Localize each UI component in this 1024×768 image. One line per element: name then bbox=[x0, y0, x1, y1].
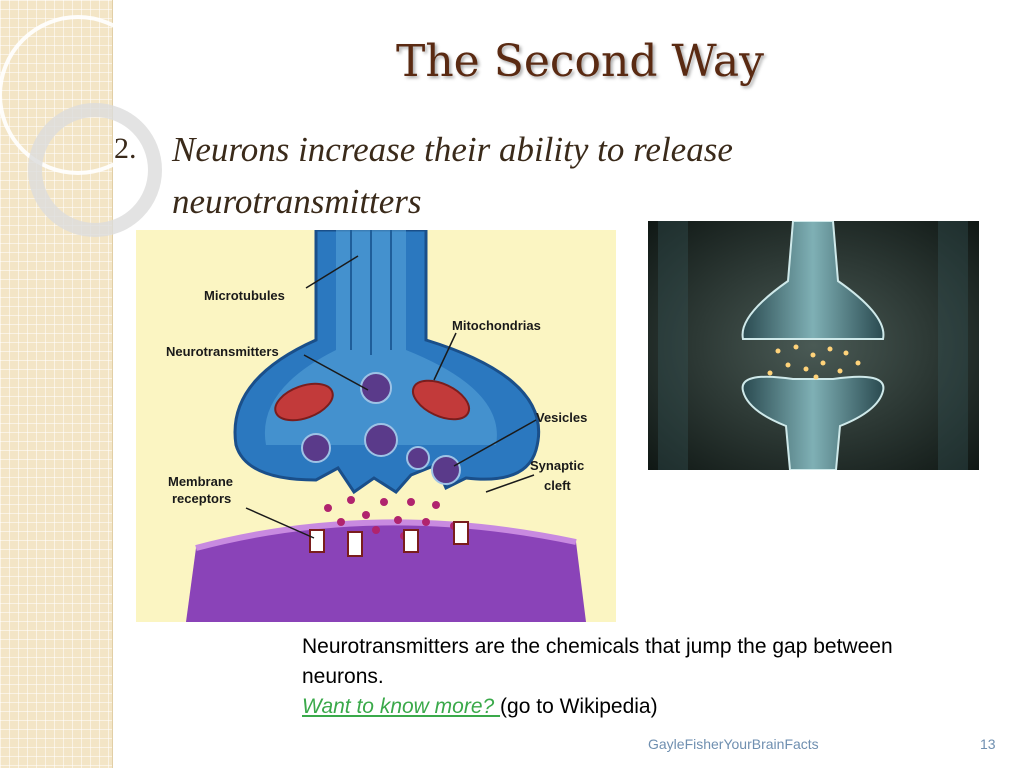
footer-text: GayleFisherYourBrainFacts bbox=[648, 736, 819, 752]
label-synaptic: Synaptic bbox=[530, 458, 584, 473]
caption-block: Neurotransmitters are the chemicals that… bbox=[302, 632, 962, 722]
bullet-text: Neurons increase their ability to releas… bbox=[172, 130, 733, 221]
page-number: 13 bbox=[980, 736, 996, 752]
label-microtubules: Microtubules bbox=[204, 288, 285, 303]
label-mitochondrias: Mitochondrias bbox=[452, 318, 541, 333]
label-cleft: cleft bbox=[544, 478, 571, 493]
label-vesicles: Vesicles bbox=[536, 410, 587, 425]
synapse-photo bbox=[648, 221, 979, 470]
label-receptors: receptors bbox=[172, 491, 231, 506]
link-suffix: (go to Wikipedia) bbox=[500, 695, 658, 718]
caption-text: Neurotransmitters are the chemicals that… bbox=[302, 635, 893, 688]
slide-title: The Second Way bbox=[395, 36, 764, 87]
wikipedia-link[interactable]: Want to know more? bbox=[302, 695, 501, 718]
label-neurotransmitters: Neurotransmitters bbox=[166, 344, 279, 359]
synapse-diagram: Microtubules Neurotransmitters Mitochond… bbox=[136, 230, 616, 622]
bullet-number: 2. bbox=[114, 132, 137, 165]
label-membrane: Membrane bbox=[168, 474, 233, 489]
decorative-arcs bbox=[0, 15, 162, 237]
caption-link-line: Want to know more? (go to Wikipedia) bbox=[302, 692, 962, 722]
